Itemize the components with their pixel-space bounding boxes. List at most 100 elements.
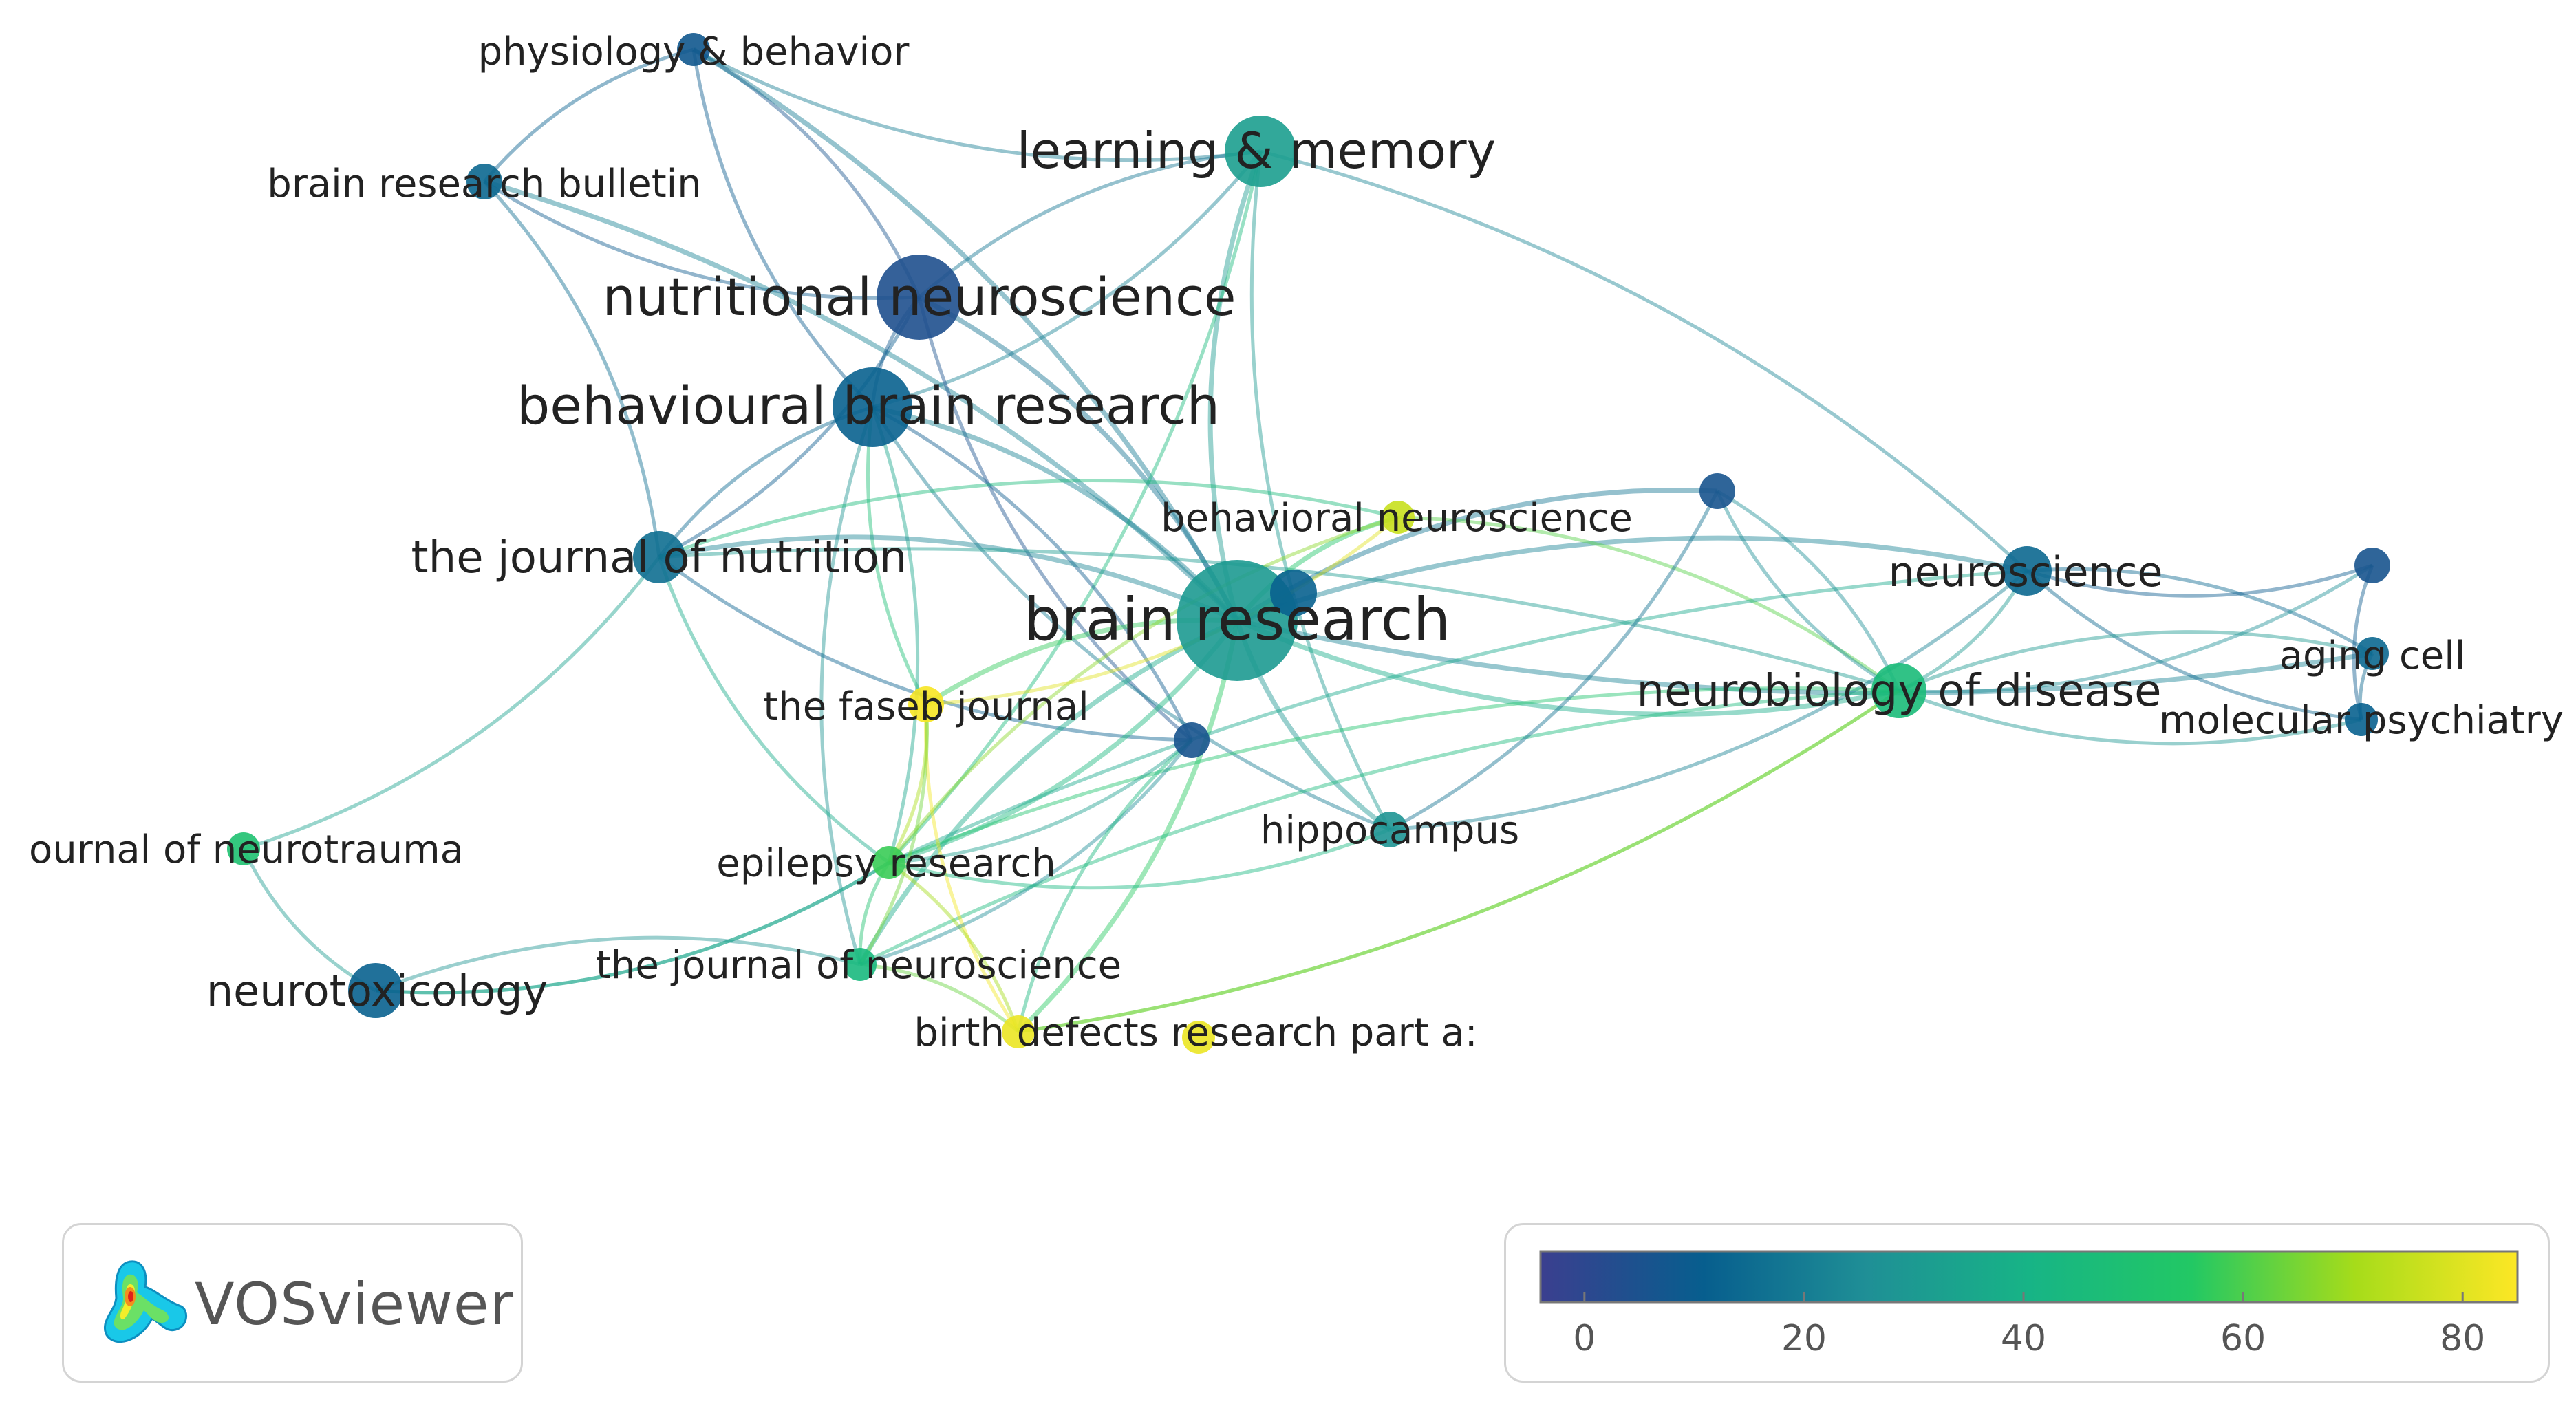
node-mp[interactable] — [2345, 703, 2378, 736]
link-bdra-nd — [1018, 689, 1900, 1034]
node-jns[interactable] — [844, 948, 877, 981]
link-jn-nd — [658, 547, 1900, 693]
node-lm[interactable] — [1225, 116, 1296, 187]
node-label-br[interactable]: brain research — [1024, 585, 1450, 654]
link-nd-mp — [1898, 689, 2362, 746]
node-bbr[interactable] — [833, 367, 912, 447]
link-br-bdra — [1016, 620, 1240, 1034]
node-label-er[interactable]: epilepsy research — [716, 841, 1056, 886]
node-bdra[interactable] — [1002, 1015, 1035, 1048]
link-bn-nd — [1397, 515, 1900, 693]
link-jns-nt — [375, 935, 861, 993]
link-hc-er — [888, 828, 1391, 890]
node-u1[interactable] — [1174, 722, 1210, 758]
links-layer — [242, 47, 2374, 1034]
node-label-jns[interactable]: the journal of neuroscience — [596, 943, 1121, 988]
node-u2[interactable] — [1699, 473, 1735, 509]
link-lm-bbr — [872, 150, 1262, 409]
node-nd[interactable] — [1871, 663, 1926, 718]
node-er[interactable] — [872, 846, 905, 879]
link-fj-bdra — [923, 704, 1020, 1033]
link-jn-jnt — [243, 556, 661, 851]
link-jn-u1 — [658, 555, 1192, 742]
link-lm-er — [888, 151, 1263, 864]
link-nd-ac — [1898, 630, 2373, 693]
link-lm-hc — [1249, 151, 1392, 831]
link-br-nd — [1236, 618, 1900, 717]
link-brb-br — [484, 179, 1239, 623]
link-nn-jn — [658, 296, 921, 559]
link-lm-ns — [1260, 149, 2028, 572]
node-label-nn[interactable]: nutritional neuroscience — [602, 266, 1236, 327]
link-ns-hc — [1389, 570, 2028, 832]
link-br-ac — [1236, 618, 2373, 696]
link-br-er — [888, 618, 1239, 865]
link-hc-u2 — [1388, 490, 1719, 832]
link-ns-ac — [2026, 567, 2374, 656]
scale-tick-label-0: 0 — [1573, 1318, 1596, 1359]
node-u3[interactable] — [2354, 548, 2390, 583]
node-hc[interactable] — [1372, 812, 1408, 847]
node-label-nt[interactable]: neurotoxicology — [206, 966, 548, 1016]
nodes-layer — [227, 33, 2390, 1054]
node-ac[interactable] — [2356, 637, 2389, 670]
link-nd-jns — [859, 689, 1900, 966]
link-ns-u3 — [2026, 563, 2373, 598]
node-label-bbr[interactable]: behavioural brain research — [517, 375, 1220, 436]
node-label-ac[interactable]: aging cell — [2279, 634, 2466, 678]
node-fj[interactable] — [908, 686, 944, 722]
node-bn[interactable] — [1382, 501, 1415, 534]
node-label-lm[interactable]: learning & memory — [1017, 122, 1496, 180]
link-pb-bbr — [691, 49, 874, 409]
node-ns[interactable] — [2002, 546, 2052, 596]
scale-tick-label-80: 80 — [2440, 1318, 2485, 1359]
link-br-ns — [1236, 535, 2028, 623]
node-label-jnt[interactable]: ournal of neurotrauma — [29, 828, 464, 872]
node-nn[interactable] — [877, 255, 962, 340]
link-bn-fj — [925, 516, 1399, 706]
link-nd-er — [888, 686, 1900, 865]
node-pb[interactable] — [677, 33, 710, 66]
link-bn-jn — [658, 478, 1399, 559]
node-bdra-secondary[interactable] — [1182, 1021, 1215, 1054]
link-er-bdra — [888, 861, 1020, 1032]
node-label-jn[interactable]: the journal of nutrition — [411, 532, 908, 583]
node-jnt[interactable] — [227, 832, 260, 865]
node-jn[interactable] — [633, 531, 685, 583]
link-ns-er — [888, 569, 2028, 865]
link-bbr-br — [872, 404, 1239, 623]
link-brb-jn — [483, 180, 661, 558]
node-label-nd[interactable]: neurobiology of disease — [1637, 666, 2162, 717]
node-label-fj[interactable]: the faseb journal — [763, 684, 1088, 729]
node-label-ns[interactable]: neuroscience — [1889, 548, 2163, 596]
node-label-bn[interactable]: behavioral neuroscience — [1161, 496, 1633, 541]
link-jns-bdra — [859, 962, 1020, 1033]
link-jn-br — [658, 534, 1238, 623]
link-pb-nn — [692, 47, 921, 299]
link-pb-lm — [692, 47, 1261, 162]
link-pb-brb — [483, 47, 694, 183]
node-label-pb[interactable]: physiology & behavior — [478, 30, 910, 74]
node-label-bdra[interactable]: birth defects research part a: — [914, 1010, 1477, 1055]
link-nn-u1 — [917, 296, 1193, 742]
node-u4[interactable] — [1270, 570, 1317, 616]
scale-tick-label-20: 20 — [1781, 1318, 1827, 1359]
node-label-brb[interactable]: brain research bulletin — [267, 162, 701, 206]
node-nt[interactable] — [348, 963, 403, 1018]
link-u3-nd — [1898, 563, 2374, 694]
node-brb[interactable] — [466, 164, 502, 199]
link-nt-er — [375, 861, 890, 995]
node-label-hc[interactable]: hippocampus — [1260, 808, 1519, 853]
link-bbr-er — [870, 407, 920, 863]
node-br[interactable] — [1177, 560, 1298, 681]
link-er-nt — [375, 861, 890, 995]
link-brb-nn — [483, 180, 920, 300]
link-bn-er — [888, 515, 1399, 864]
link-pb-br — [692, 47, 1240, 622]
scale-tick-label-40: 40 — [2001, 1318, 2046, 1359]
node-label-mp[interactable]: molecular psychiatry — [2159, 698, 2564, 743]
link-br-jns — [857, 618, 1238, 966]
